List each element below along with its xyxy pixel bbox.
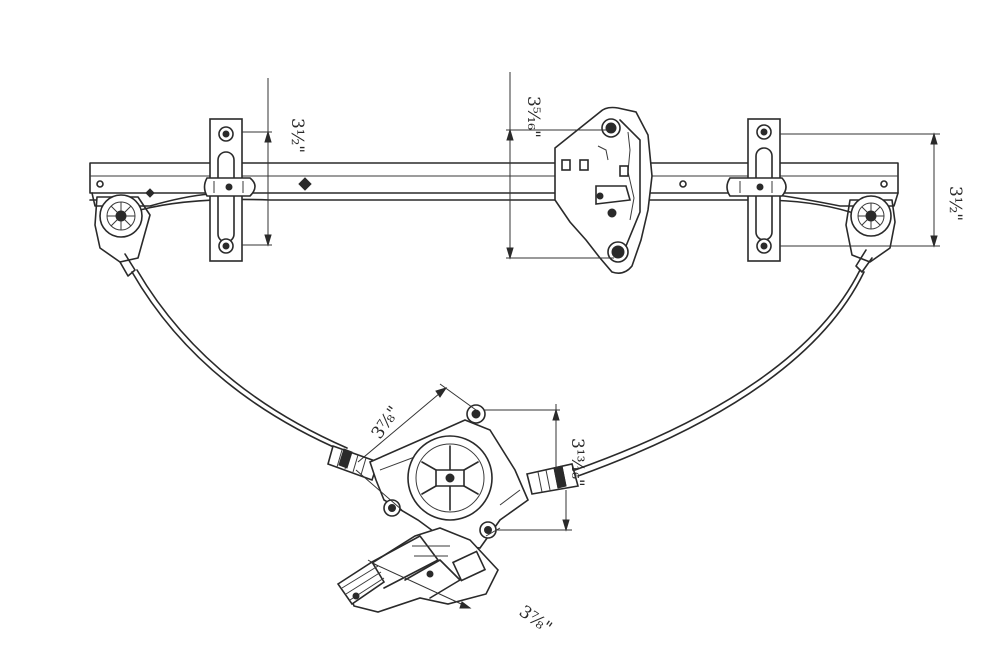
left-pulley (94, 194, 151, 277)
dim-label-left-bracket: 3½" (287, 118, 307, 153)
right-mounting-bracket (726, 118, 787, 262)
dim-label-right-bracket: 3½" (945, 186, 965, 221)
dim-label-motor-upper: 3⁷⁄₈" (368, 403, 405, 443)
dim-label-motor-vertical: 3¹³⁄₁₆" (567, 438, 587, 487)
cables (131, 269, 865, 495)
dim-label-motor-lower: 3⁷⁄₈" (515, 602, 555, 639)
drum-hub-icon (445, 473, 455, 483)
dim-label-center-bracket: 3⁵⁄₁₆" (523, 96, 543, 138)
motor-drum-assembly (336, 404, 529, 613)
glass-carrier-bracket (554, 106, 653, 274)
dimension-lines (242, 72, 940, 609)
right-pulley (845, 195, 896, 273)
left-mounting-bracket (203, 118, 256, 262)
rivet-icon (298, 177, 312, 191)
